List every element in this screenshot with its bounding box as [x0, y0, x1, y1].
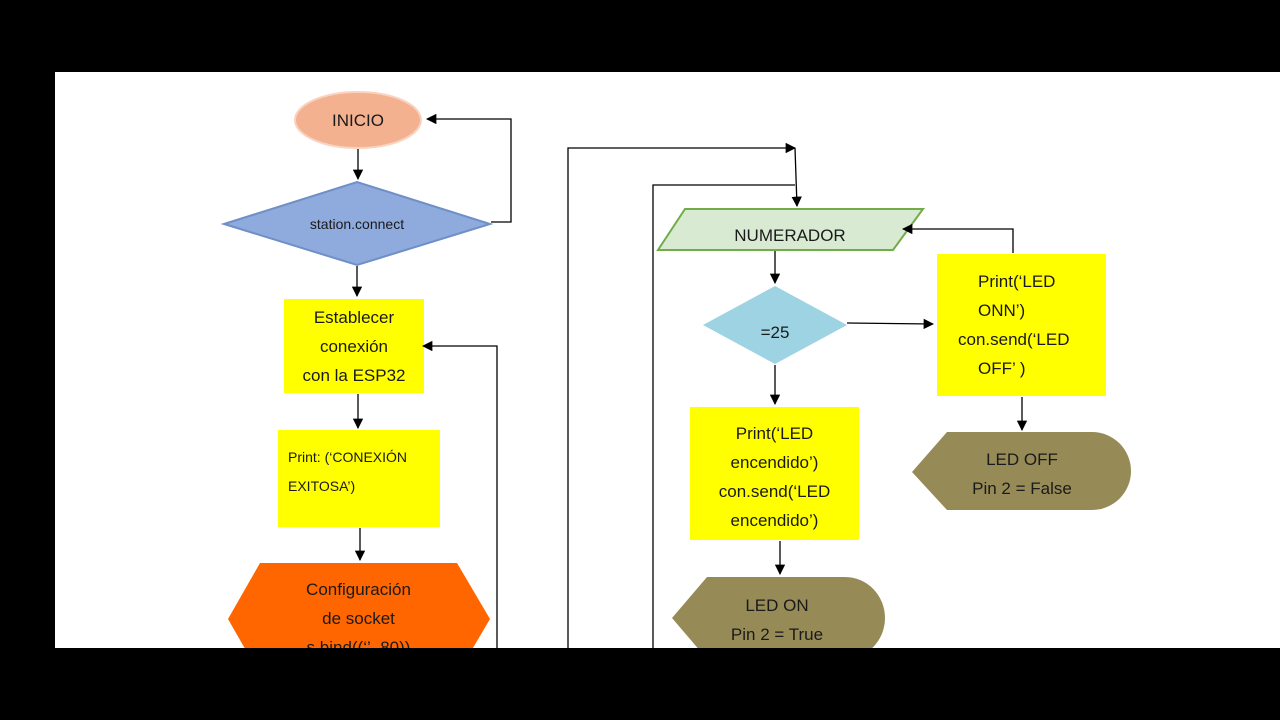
establecer-line: con la ESP32 [302, 365, 406, 385]
print-conexion-line: EXITOSA’) [288, 478, 356, 494]
establecer-line: Establecer [313, 307, 395, 327]
led-on-display [672, 577, 885, 648]
equals-25-label: =25 [760, 323, 790, 342]
print-led-on-line: con.send(‘LED [718, 482, 831, 501]
numerador-input [656, 208, 925, 251]
print-led-off-line: con.send(‘LED [958, 330, 1070, 349]
inicio-label: INICIO [332, 111, 384, 130]
print-led-off-label: Print(‘LED ONN’) con.send(‘LED OFF’ ) [958, 265, 1098, 385]
print-conexion-process [278, 430, 440, 527]
led-on-line: LED ON [745, 596, 809, 615]
configuracion-line: Configuración [306, 580, 411, 599]
print-led-on-label: Print(‘LED encendido’) con.send(‘LED enc… [690, 417, 859, 537]
print-conexion-label: Print: (‘CONEXIÓN EXITOSA’) [288, 430, 438, 514]
led-off-label: LED OFF Pin 2 = False [947, 444, 1097, 504]
connectors [351, 113, 1028, 648]
configuracion-preparation [228, 563, 490, 648]
led-off-line: Pin 2 = False [972, 479, 1072, 498]
configuracion-line: s.bind((‘’, 80)) [306, 638, 411, 648]
establecer-process [284, 299, 424, 393]
configuracion-label: Configuración de socket s.bind((‘’, 80)) [260, 575, 457, 648]
inicio-terminal [294, 91, 422, 149]
print-led-on-process [690, 407, 859, 540]
station-connect-label: station.connect [309, 215, 405, 232]
flowchart-canvas: INICIO station.connect Establecer conexi… [55, 72, 1280, 648]
print-led-off-line: ONN’) [978, 301, 1026, 320]
configuracion-line: de socket [322, 609, 395, 628]
led-on-line: Pin 2 = True [730, 625, 824, 644]
led-off-display [912, 432, 1131, 510]
print-led-on-line: encendido’) [730, 511, 819, 530]
establecer-line: conexión [319, 336, 389, 356]
equals-25-decision [703, 286, 847, 364]
led-off-line: LED OFF [986, 450, 1058, 469]
flowchart-diagram [220, 91, 1131, 648]
led-on-label: LED ON Pin 2 = True [707, 590, 847, 648]
print-led-off-line: OFF’ ) [978, 359, 1026, 378]
print-led-on-line: Print(‘LED [735, 424, 814, 443]
print-led-off-process [937, 254, 1106, 396]
station-connect-decision [220, 180, 494, 267]
numerador-label: NUMERADOR [734, 226, 846, 245]
print-led-off-line: Print(‘LED [978, 272, 1056, 291]
establecer-label: Establecer conexión con la ESP32 [284, 299, 424, 393]
print-led-on-line: encendido’) [730, 453, 819, 472]
print-conexion-line: Print: (‘CONEXIÓN [288, 449, 408, 465]
